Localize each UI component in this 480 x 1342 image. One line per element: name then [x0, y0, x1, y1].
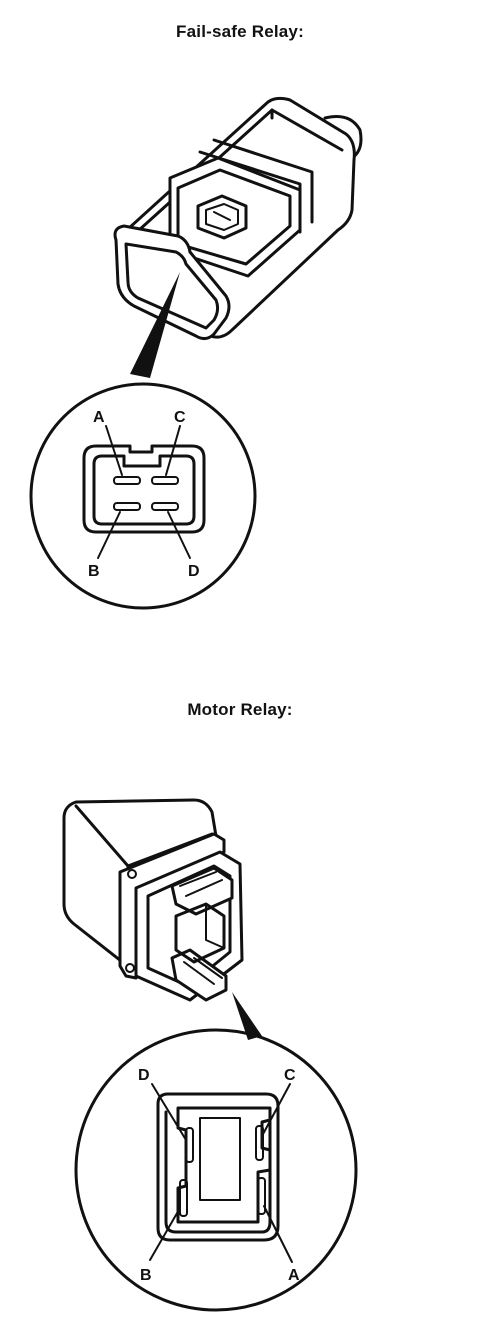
motor-label-c: C	[284, 1067, 296, 1084]
motor-label-a: A	[288, 1267, 300, 1284]
motor-pin-d	[185, 1127, 194, 1163]
failsafe-pin-a	[113, 476, 141, 485]
failsafe-pin-b	[113, 502, 141, 511]
motor-relay-title: Motor Relay:	[187, 700, 293, 719]
motor-pin-a	[257, 1177, 266, 1215]
failsafe-relay-body	[113, 96, 363, 378]
motor-relay-body	[62, 798, 262, 1040]
failsafe-pin-d	[151, 502, 179, 511]
failsafe-label-b: B	[88, 563, 100, 580]
failsafe-connector-detail: A C B D	[29, 382, 257, 610]
failsafe-label-d: D	[188, 563, 200, 580]
motor-pin-c	[255, 1125, 264, 1161]
failsafe-relay-title: Fail-safe Relay:	[176, 22, 304, 41]
motor-connector-detail: D C B A	[74, 1028, 358, 1312]
motor-label-b: B	[140, 1267, 152, 1284]
failsafe-label-a: A	[93, 409, 105, 426]
failsafe-pin-c	[151, 476, 179, 485]
failsafe-label-c: C	[174, 409, 186, 426]
motor-label-d: D	[138, 1067, 150, 1084]
motor-pin-b	[179, 1179, 188, 1217]
